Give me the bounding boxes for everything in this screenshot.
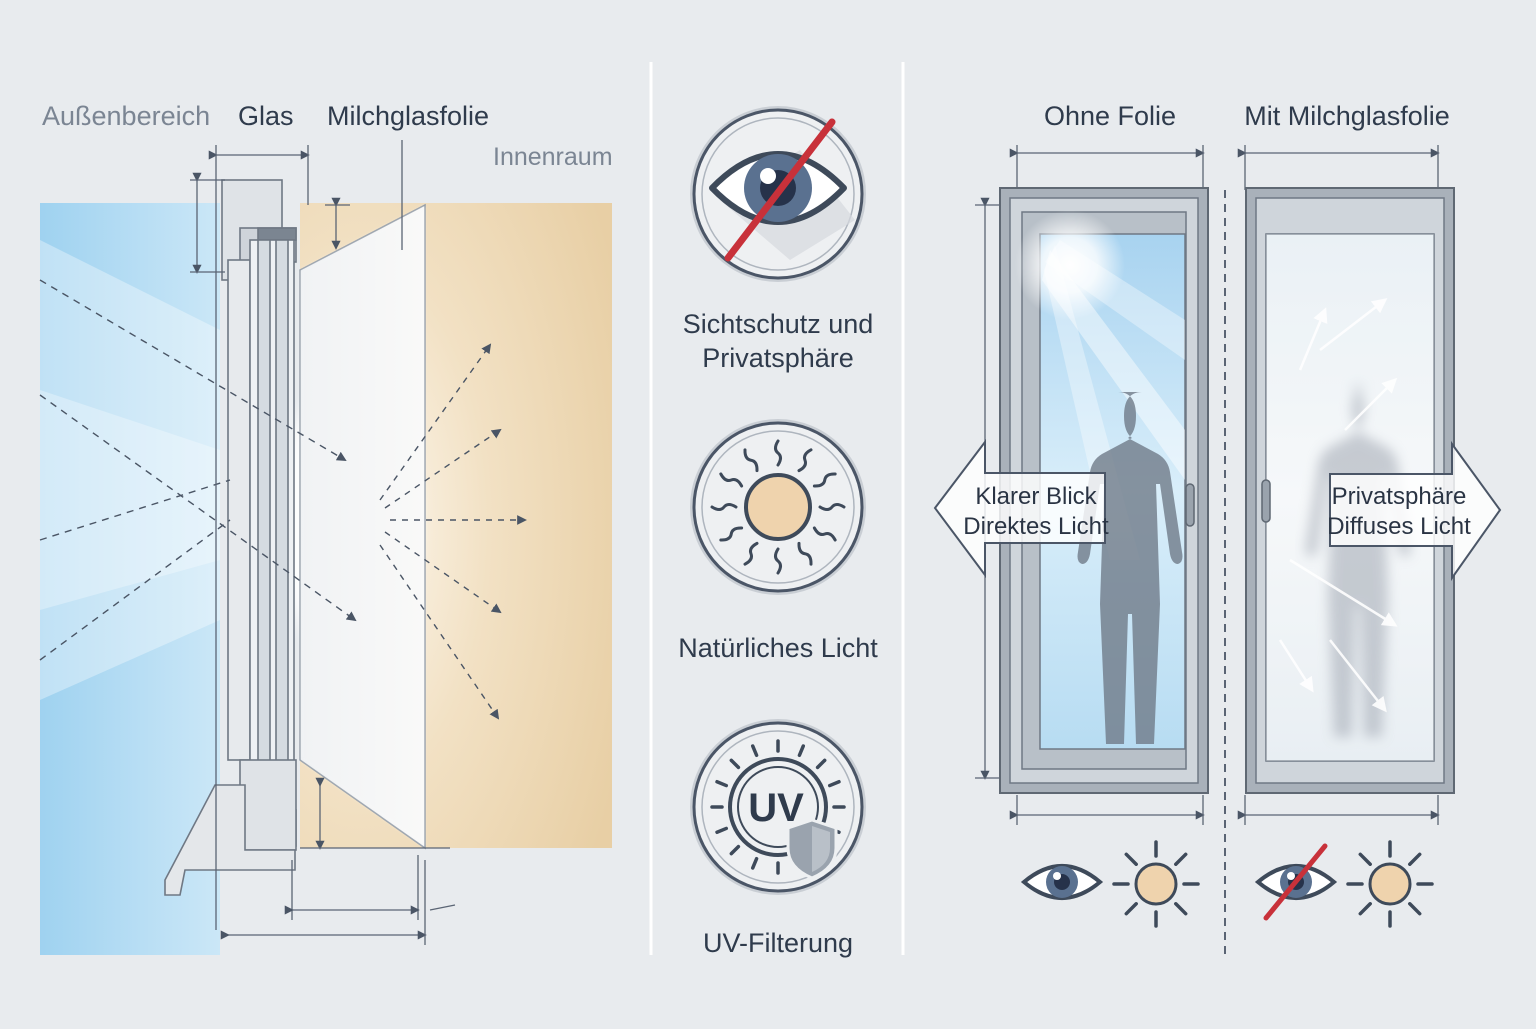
cross-out-line xyxy=(724,118,836,262)
uv-badge-text: UV xyxy=(748,786,804,830)
eye-crossed-icon xyxy=(1254,843,1338,921)
benefit-icon-sun xyxy=(690,419,866,595)
window-sill xyxy=(164,784,296,896)
label-inside: Innenraum xyxy=(493,143,613,171)
diffused-rays xyxy=(379,343,527,720)
benefit-caption-privacy: Sichtschutz und Privatsphäre xyxy=(682,309,874,373)
arrow-left xyxy=(933,439,1106,579)
eye-icon xyxy=(1020,864,1104,900)
title-without-film: Ohne Folie xyxy=(1043,101,1177,131)
dimension-lines xyxy=(190,140,456,945)
light-beam xyxy=(40,240,220,700)
benefit-icon-eye xyxy=(690,106,866,282)
window-handle xyxy=(1185,483,1195,527)
arrow-right xyxy=(1329,440,1502,582)
arrow-label-frosted: Privatsphäre Diffuses Licht xyxy=(1327,483,1471,540)
window-profile xyxy=(221,179,297,851)
label-film: Milchglasfolie xyxy=(327,101,490,131)
outside-sky xyxy=(40,203,220,955)
arrow-label-clear: Klarer Blick Direktes Licht xyxy=(963,483,1109,540)
sun-icon xyxy=(1346,840,1434,928)
benefit-caption-light: Natürliches Licht xyxy=(678,633,878,663)
label-outside: Außenbereich xyxy=(42,101,211,131)
window-handle xyxy=(1261,479,1271,523)
comparison-diagram xyxy=(933,145,1502,960)
title-with-film: Mit Milchglasfolie xyxy=(1244,101,1450,131)
benefit-caption-uv: UV-Filterung xyxy=(702,928,854,958)
sun-icon xyxy=(1112,840,1200,928)
cross-section-diagram xyxy=(39,140,612,955)
benefit-icon-uv: UV xyxy=(690,719,866,895)
label-glass: Glas xyxy=(238,101,294,131)
